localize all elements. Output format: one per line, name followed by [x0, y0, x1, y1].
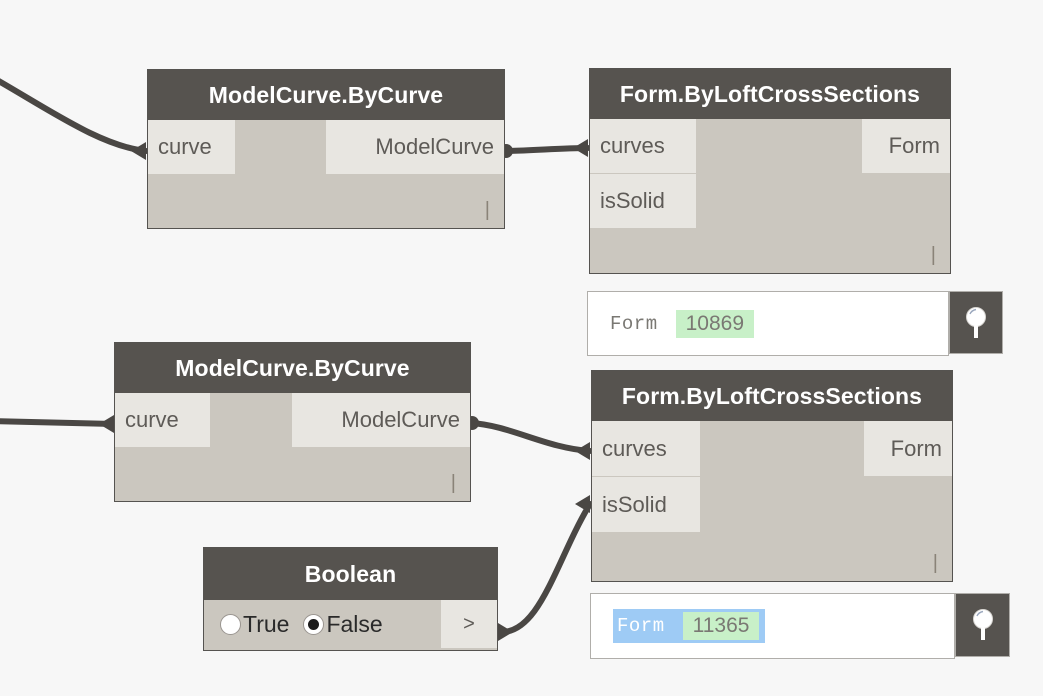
port-cap-in-curves-2 [575, 442, 590, 460]
port-label: Form [888, 133, 940, 158]
node-title: Form.ByLoftCrossSections [590, 69, 950, 119]
output-port-form[interactable]: Form [864, 421, 952, 476]
radio-false[interactable]: False [303, 610, 383, 638]
node-body: curve ModelCurve | [148, 120, 504, 228]
magnifier-button[interactable] [949, 291, 1003, 354]
node-body: curve ModelCurve | [115, 393, 470, 501]
watch-preview-1[interactable]: Form 10869 [587, 291, 1003, 356]
port-label: curves [600, 133, 665, 158]
node-modelcurve-bycurve-1[interactable]: ModelCurve.ByCurve curve ModelCurve | [147, 69, 505, 229]
output-port-boolean[interactable]: > [441, 600, 497, 648]
magnifier-icon [972, 609, 993, 640]
port-label: curve [158, 134, 212, 159]
wire-modelcurve1-to-form1 [501, 145, 591, 154]
input-port-curve[interactable]: curve [115, 393, 210, 447]
node-body: curves isSolid Form | [592, 421, 952, 581]
node-title: ModelCurve.ByCurve [148, 70, 504, 120]
wire-boolean-to-issolid [495, 501, 593, 636]
watch-preview-2[interactable]: Form 11365 [590, 593, 1010, 659]
port-label: isSolid [602, 491, 667, 517]
port-label: Form [890, 435, 942, 461]
node-title: Form.ByLoftCrossSections [592, 371, 952, 421]
input-port-curve[interactable]: curve [148, 120, 235, 174]
watch-key: Form [610, 312, 658, 335]
input-port-curves[interactable]: curves [592, 421, 700, 476]
output-port-form[interactable]: Form [862, 119, 950, 173]
node-body: curves isSolid Form | [590, 119, 950, 273]
node-body: True False > [204, 600, 497, 648]
wire-in-curve-2 [0, 418, 117, 427]
wire-modelcurve2-to-form2 [467, 420, 593, 454]
input-port-issolid[interactable]: isSolid [592, 477, 700, 532]
port-label: isSolid [600, 188, 665, 213]
radio-true[interactable]: True [220, 611, 289, 638]
port-cap-in-issolid-2 [575, 495, 590, 513]
watch-text-run[interactable]: Form 11365 [613, 609, 766, 643]
port-cap-in-curve-1 [131, 142, 146, 160]
node-boolean[interactable]: Boolean True False > [203, 547, 498, 651]
lacing-indicator[interactable]: | [484, 199, 490, 221]
port-cap-out-boolean [498, 623, 513, 641]
radio-true-dot[interactable] [220, 613, 241, 635]
lacing-indicator[interactable]: | [932, 552, 938, 574]
node-modelcurve-bycurve-2[interactable]: ModelCurve.ByCurve curve ModelCurve | [114, 342, 471, 502]
node-form-byloftcrosssections-1[interactable]: Form.ByLoftCrossSections curves isSolid … [589, 68, 951, 274]
magnifier-button[interactable] [955, 593, 1010, 657]
output-symbol: > [463, 612, 475, 635]
lacing-indicator[interactable]: | [930, 244, 936, 266]
node-form-byloftcrosssections-2[interactable]: Form.ByLoftCrossSections curves isSolid … [591, 370, 953, 582]
watch-value-box[interactable]: Form 11365 [590, 593, 955, 659]
port-label: curve [125, 407, 179, 432]
port-cap-in-curve-2 [99, 415, 114, 433]
port-cap-in-curves-1 [573, 139, 588, 157]
port-label: curves [602, 435, 667, 461]
watch-value: 10869 [675, 309, 755, 338]
watch-value-box[interactable]: Form 10869 [587, 291, 949, 356]
boolean-radio-group[interactable]: True False [204, 611, 383, 638]
magnifier-icon [966, 306, 986, 338]
node-title: ModelCurve.ByCurve [115, 343, 470, 393]
output-port-modelcurve[interactable]: ModelCurve [326, 120, 504, 174]
radio-false-dot[interactable] [303, 613, 325, 635]
radio-true-label: True [243, 610, 290, 637]
watch-value: 11365 [682, 612, 760, 640]
input-port-curves[interactable]: curves [590, 119, 696, 173]
port-label: ModelCurve [341, 407, 460, 432]
input-port-issolid[interactable]: isSolid [590, 174, 696, 228]
watch-key: Form [617, 615, 665, 637]
output-port-modelcurve[interactable]: ModelCurve [292, 393, 470, 447]
node-title: Boolean [204, 548, 497, 600]
watch-text-run[interactable]: Form 10869 [610, 309, 755, 338]
radio-false-label: False [326, 610, 383, 637]
port-label: ModelCurve [375, 134, 494, 159]
wire-in-curve-1 [0, 78, 149, 154]
lacing-indicator[interactable]: | [450, 472, 456, 494]
